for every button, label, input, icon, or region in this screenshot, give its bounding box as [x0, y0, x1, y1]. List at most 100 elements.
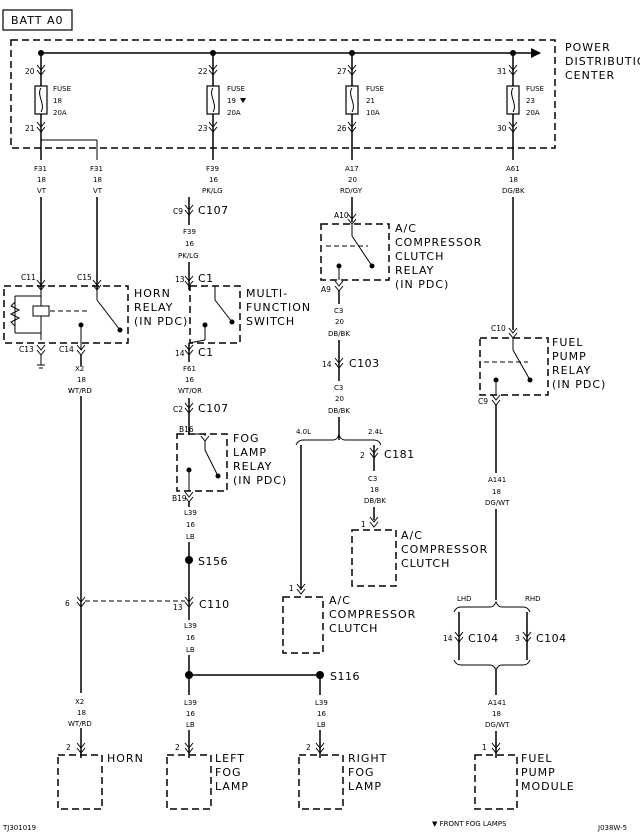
svg-text:14: 14 — [175, 349, 185, 358]
ac-compressor-clutch-relay: A10 A/C COMPRESSOR CLUTCH RELAY (IN PDC)… — [320, 211, 481, 294]
svg-text:S116: S116 — [330, 670, 360, 683]
svg-text:1: 1 — [289, 584, 294, 593]
horn-relay-pin-c15: C15 — [77, 273, 92, 282]
svg-text:C10: C10 — [491, 324, 506, 333]
fuse-21: 27 FUSE 21 10A 26 — [337, 50, 384, 160]
fuse-19: 22 FUSE 19 20A 23 — [198, 50, 246, 160]
svg-text:F39: F39 — [206, 165, 219, 173]
svg-text:C9: C9 — [173, 207, 183, 216]
svg-text:RD/GY: RD/GY — [340, 187, 363, 195]
svg-text:C1: C1 — [198, 272, 214, 285]
svg-text:A/C: A/C — [401, 529, 423, 542]
svg-text:18: 18 — [93, 176, 102, 184]
connector-c181: 2 C181 — [360, 447, 415, 461]
wire-f61: F61 16 WT/OR — [178, 365, 202, 395]
svg-text:A61: A61 — [506, 165, 520, 173]
wire-l39-d: L39 16 LB — [315, 699, 328, 729]
svg-text:20: 20 — [335, 395, 344, 403]
front-fog-triangle-icon — [240, 98, 246, 103]
fuse-18-label: FUSE — [53, 85, 71, 93]
svg-text:DG/BK: DG/BK — [502, 187, 525, 195]
pdc-title-line-2: DISTRIBUTION — [565, 55, 640, 68]
svg-text:DB/BK: DB/BK — [328, 330, 350, 338]
wire-l39-a: L39 16 LB — [184, 509, 197, 541]
svg-text:FOG: FOG — [348, 766, 375, 779]
svg-text:C3: C3 — [334, 384, 343, 392]
svg-text:C9: C9 — [478, 397, 488, 406]
pdc-title-line-1: POWER — [565, 41, 611, 54]
svg-text:13: 13 — [175, 275, 185, 284]
fuse-23-rating: 20A — [526, 109, 540, 117]
wire-f39-lower: F39 16 PK/LG — [178, 228, 199, 260]
svg-text:LAMP: LAMP — [348, 780, 382, 793]
svg-text:A17: A17 — [345, 165, 359, 173]
svg-text:X2: X2 — [75, 365, 84, 373]
fuse-21-label: FUSE — [366, 85, 384, 93]
horn: 2 HORN — [57, 742, 143, 810]
svg-text:L39: L39 — [184, 699, 197, 707]
fuse-18-bottom-pin: 21 — [25, 124, 35, 133]
svg-text:18: 18 — [77, 709, 86, 717]
svg-text:1: 1 — [361, 520, 366, 529]
svg-text:2: 2 — [360, 451, 365, 460]
fuse-21-rating: 10A — [366, 109, 380, 117]
svg-text:X2: X2 — [75, 698, 84, 706]
svg-text:A/C: A/C — [395, 222, 417, 235]
svg-text:PUMP: PUMP — [521, 766, 556, 779]
svg-text:16: 16 — [185, 376, 194, 384]
wire-a61: A61 18 DG/BK — [502, 165, 525, 195]
multifunction-switch: 13 C1 MULTI- FUNCTION SWITCH 14 C1 — [175, 272, 310, 359]
fuse-18-number: 18 — [53, 97, 62, 105]
fuse-21-bottom-pin: 26 — [337, 124, 347, 133]
svg-text:F39: F39 — [183, 228, 196, 236]
svg-text:F61: F61 — [183, 365, 196, 373]
svg-text:A/C: A/C — [329, 594, 351, 607]
connector-c104-right: 3 C104 — [515, 631, 566, 645]
ac-compressor-clutch-4-0l: 1 A/C COMPRESSOR CLUTCH — [282, 583, 415, 654]
svg-text:CLUTCH: CLUTCH — [329, 622, 378, 635]
fuse-18-rating: 20A — [53, 109, 67, 117]
wire-f31-right: F31 18 VT — [90, 165, 103, 195]
svg-text:WT/RD: WT/RD — [68, 720, 92, 728]
svg-text:18: 18 — [492, 710, 501, 718]
svg-text:2: 2 — [306, 743, 311, 752]
svg-text:MODULE: MODULE — [521, 780, 575, 793]
svg-text:16: 16 — [186, 710, 195, 718]
svg-text:18: 18 — [37, 176, 46, 184]
svg-text:C3: C3 — [334, 307, 343, 315]
svg-text:CLUTCH: CLUTCH — [401, 557, 450, 570]
horn-relay: C11 C15 C13 C14 HORN RELAY (IN PDC) — [3, 273, 187, 356]
svg-text:DG/WT: DG/WT — [485, 499, 510, 507]
svg-text:C107: C107 — [198, 402, 229, 415]
horn-relay-label-2: RELAY — [134, 301, 173, 314]
svg-text:LB: LB — [317, 721, 326, 729]
engine-split-right: 2.4L — [368, 428, 383, 436]
fuse-23-bottom-pin: 30 — [497, 124, 507, 133]
svg-text:C181: C181 — [384, 448, 415, 461]
footer-note: ▼ FRONT FOG LAMPS — [432, 820, 507, 828]
hand-drive-split: LHD RHD — [453, 595, 541, 613]
svg-text:18: 18 — [509, 176, 518, 184]
svg-text:RELAY: RELAY — [233, 460, 272, 473]
connector-c103: 14 C103 — [322, 357, 379, 370]
svg-text:A141: A141 — [488, 476, 506, 484]
svg-text:3: 3 — [515, 634, 520, 643]
wire-c3-a: C3 20 DB/BK — [328, 307, 350, 338]
svg-text:LB: LB — [186, 646, 195, 654]
fuse-18-top-pin: 20 — [25, 67, 35, 76]
svg-text:(IN PDC): (IN PDC) — [395, 278, 449, 291]
svg-text:F31: F31 — [90, 165, 103, 173]
wire-c3-c: C3 18 DB/BK — [364, 475, 386, 505]
fuse-23: 31 FUSE 23 20A 30 — [497, 50, 544, 160]
wire-x2-lower: X2 18 WT/RD — [68, 698, 92, 728]
wire-a141: A141 18 DG/WT — [485, 476, 510, 507]
svg-text:PK/LG: PK/LG — [202, 187, 223, 195]
fuse-23-number: 23 — [526, 97, 535, 105]
horn-relay-pin-c14: C14 — [59, 345, 74, 354]
right-fog-lamp: 2 RIGHT FOG LAMP — [298, 742, 386, 810]
pdc-title-line-3: CENTER — [565, 69, 615, 82]
fuse-18: 20 FUSE 18 20A 21 — [25, 50, 71, 160]
f31-split — [41, 139, 98, 160]
svg-text:16: 16 — [186, 634, 195, 642]
